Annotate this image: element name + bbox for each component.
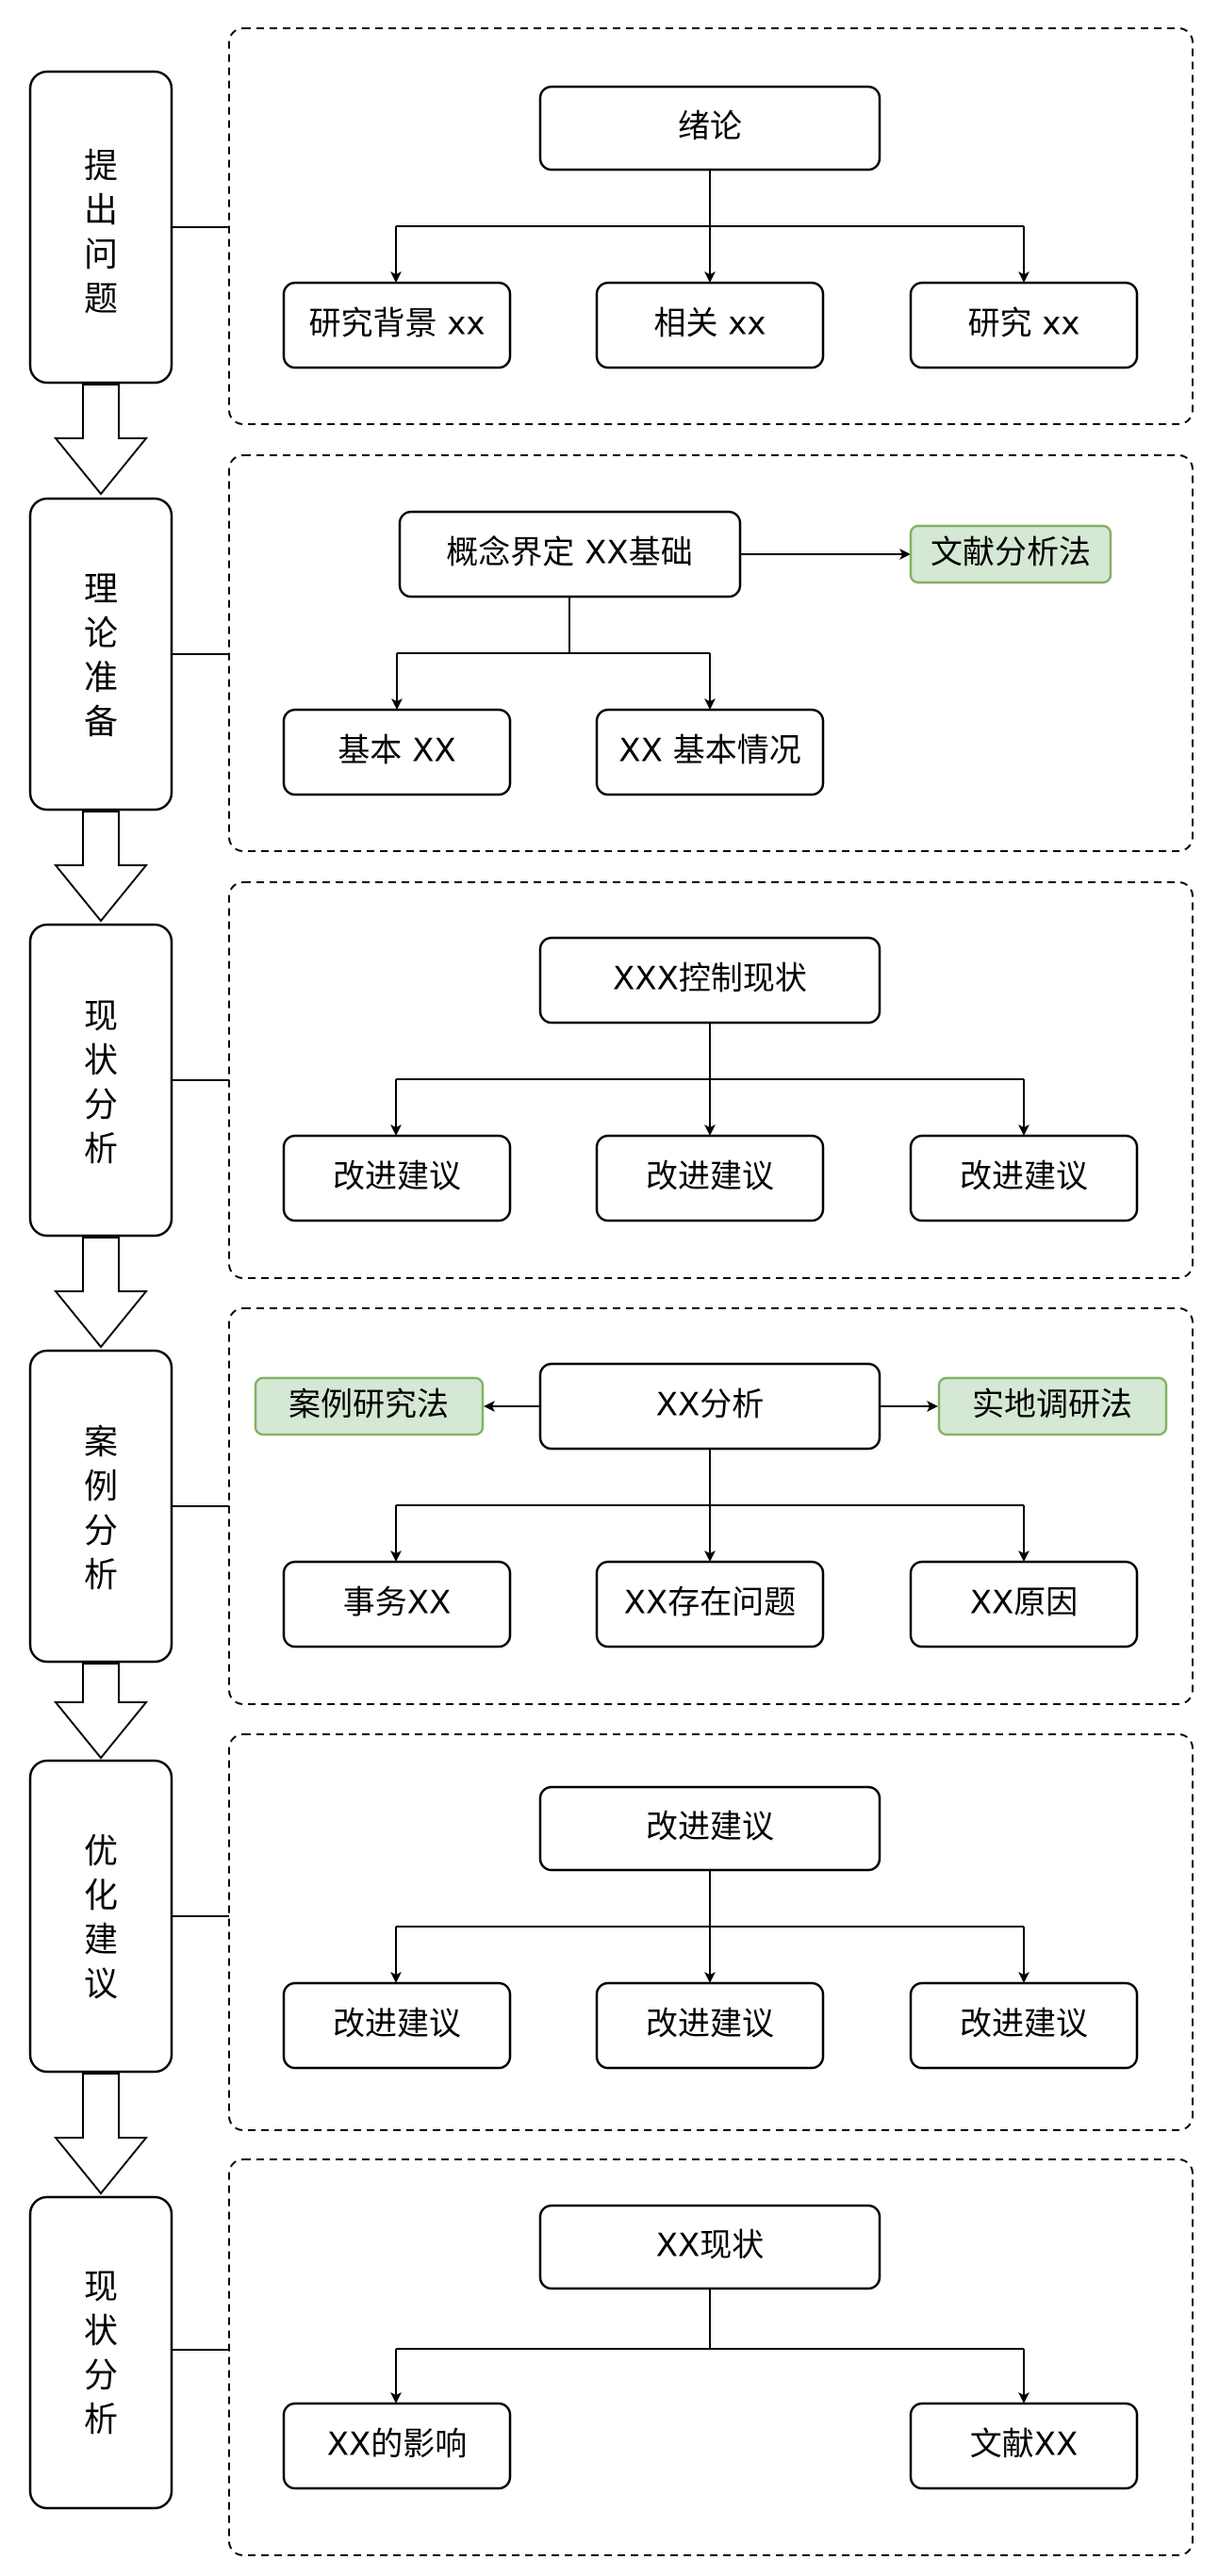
stage-5-char-2: 化	[84, 1877, 118, 1915]
stage-5-child-box-1[interactable]	[282, 1981, 512, 2070]
stage-6-connector	[396, 2289, 1024, 2350]
stage-6-container	[228, 2158, 1194, 2556]
stage-3-root-label: XXX控制现状	[613, 960, 807, 998]
stage-5-char-3: 建	[84, 1921, 118, 1960]
stage-1-child-box-1[interactable]	[282, 281, 512, 369]
stage-4-child-box-3[interactable]	[909, 1560, 1139, 1649]
stage-4-char-2: 例	[84, 1468, 118, 1506]
stage-4-child-box-1[interactable]	[282, 1560, 512, 1649]
stage-6-root-label: XX现状	[656, 2227, 765, 2265]
stage-5-child-label-2: 改进建议	[646, 2006, 774, 2043]
stage-transition-arrow-2	[53, 811, 149, 923]
stage-2-label-box[interactable]	[28, 497, 173, 812]
stage-3-child-label-3: 改进建议	[960, 1158, 1088, 1196]
stage-2-child-label-2: XX 基本情况	[618, 732, 800, 770]
stage-4-char-1: 案	[84, 1423, 118, 1462]
stage-2-char-3: 准	[84, 659, 118, 697]
stage-2-char-2: 论	[84, 615, 118, 653]
stage-5-group: 优 化 建 议 改进建议 改进建议 改进建议 改进建议	[28, 1733, 1194, 2131]
stage-5-child-box-2[interactable]	[595, 1981, 825, 2070]
stage-1-child-label-3: 研究 xx	[967, 305, 1079, 343]
stage-2-char-4: 备	[84, 703, 118, 742]
method-field-research-label: 实地调研法	[972, 1386, 1132, 1424]
stage-5-root-label: 改进建议	[646, 1809, 774, 1846]
method-literature-box[interactable]	[909, 524, 1112, 584]
stage-1-root-label: 绪论	[678, 108, 742, 146]
stage-transition-arrow-1	[53, 384, 149, 496]
stage-6-char-3: 分	[84, 2356, 118, 2395]
stage-5-child-box-3[interactable]	[909, 1981, 1139, 2070]
stage-2-child-box-2[interactable]	[595, 708, 825, 796]
stage-3-char-2: 状	[84, 1042, 118, 1080]
stage-6-group: 现 状 分 析 XX现状 XX的影响 文献XX	[28, 2158, 1194, 2556]
stage-4-label-box[interactable]	[28, 1349, 173, 1664]
stage-5-container	[228, 1733, 1194, 2131]
stage-3-char-4: 析	[84, 1130, 118, 1169]
stage-2-child-box-1[interactable]	[282, 708, 512, 796]
stage-transition-arrow-3	[53, 1237, 149, 1349]
stage-1-child-label-1: 研究背景 xx	[308, 305, 485, 343]
stage-1-char-3: 问	[84, 236, 118, 274]
stage-1-child-box-3[interactable]	[909, 281, 1139, 369]
stage-2-child-label-1: 基本 XX	[338, 732, 455, 770]
stage-3-char-1: 现	[84, 997, 118, 1036]
stage-2-root-label: 概念界定 XX基础	[446, 534, 692, 572]
stage-3-char-3: 分	[84, 1086, 118, 1124]
stage-5-child-label-1: 改进建议	[333, 2006, 461, 2043]
method-literature-label: 文献分析法	[931, 534, 1091, 572]
stage-2-connector	[397, 597, 710, 654]
stage-3-child-box-3[interactable]	[909, 1134, 1139, 1222]
method-case-study-box[interactable]	[254, 1376, 485, 1436]
stage-4-child-label-3: XX原因	[970, 1584, 1079, 1622]
stage-6-child-label-2: 文献XX	[970, 2426, 1079, 2464]
method-field-research-box[interactable]	[937, 1376, 1168, 1436]
stage-1-group: 提 出 问 题 绪论 研究背景 xx 相关 xx 研究 xx	[28, 27, 1194, 425]
stage-6-char-1: 现	[84, 2268, 118, 2306]
stage-1-char-2: 出	[84, 191, 118, 230]
stage-6-char-2: 状	[84, 2312, 118, 2351]
stage-5-char-4: 议	[84, 1965, 118, 2004]
stage-3-child-box-1[interactable]	[282, 1134, 512, 1222]
stage-6-label-box[interactable]	[28, 2195, 173, 2510]
stage-4-connector	[396, 1449, 1024, 1506]
stage-3-group: 现 状 分 析 XXX控制现状 改进建议 改进建议 改进建议	[28, 881, 1194, 1279]
stage-4-child-label-1: 事务XX	[343, 1584, 452, 1622]
stage-6-child-box-2[interactable]	[909, 2402, 1139, 2490]
stage-6-child-label-1: XX的影响	[327, 2426, 468, 2464]
method-case-study-label: 案例研究法	[288, 1386, 449, 1424]
stage-2-group: 理 论 准 备 概念界定 XX基础 文献分析法 基本 XX XX 基本情况	[28, 454, 1194, 852]
stage-transition-arrow-5	[53, 2073, 149, 2195]
stage-1-char-4: 题	[84, 280, 118, 319]
stage-4-child-label-2: XX存在问题	[624, 1584, 797, 1622]
stage-4-char-4: 析	[84, 1556, 118, 1595]
stage-5-char-1: 优	[84, 1832, 118, 1871]
stage-6-child-box-1[interactable]	[282, 2402, 512, 2490]
stage-3-child-label-2: 改进建议	[646, 1158, 774, 1196]
stage-3-label-box[interactable]	[28, 923, 173, 1238]
stage-3-connector	[396, 1023, 1024, 1080]
stage-1-child-box-2[interactable]	[595, 281, 825, 369]
stage-2-char-1: 理	[84, 570, 118, 609]
stage-1-child-label-2: 相关 xx	[653, 305, 766, 343]
stage-6-char-4: 析	[84, 2401, 118, 2439]
stage-5-connector	[396, 1870, 1024, 1928]
stage-5-child-label-3: 改进建议	[960, 2006, 1088, 2043]
stage-4-child-box-2[interactable]	[595, 1560, 825, 1649]
stage-4-char-3: 分	[84, 1512, 118, 1551]
stage-5-label-box[interactable]	[28, 1759, 173, 2074]
stage-1-connector	[396, 170, 1024, 227]
stage-1-char-1: 提	[84, 147, 118, 186]
stage-4-root-label: XX分析	[656, 1386, 765, 1424]
stage-3-child-box-2[interactable]	[595, 1134, 825, 1222]
stage-3-child-label-1: 改进建议	[333, 1158, 461, 1196]
stage-4-group: 案 例 分 析 XX分析 案例研究法 实地调研法 事务XX XX存在问题 XX原…	[28, 1307, 1194, 1705]
stage-transition-arrow-4	[53, 1663, 149, 1760]
